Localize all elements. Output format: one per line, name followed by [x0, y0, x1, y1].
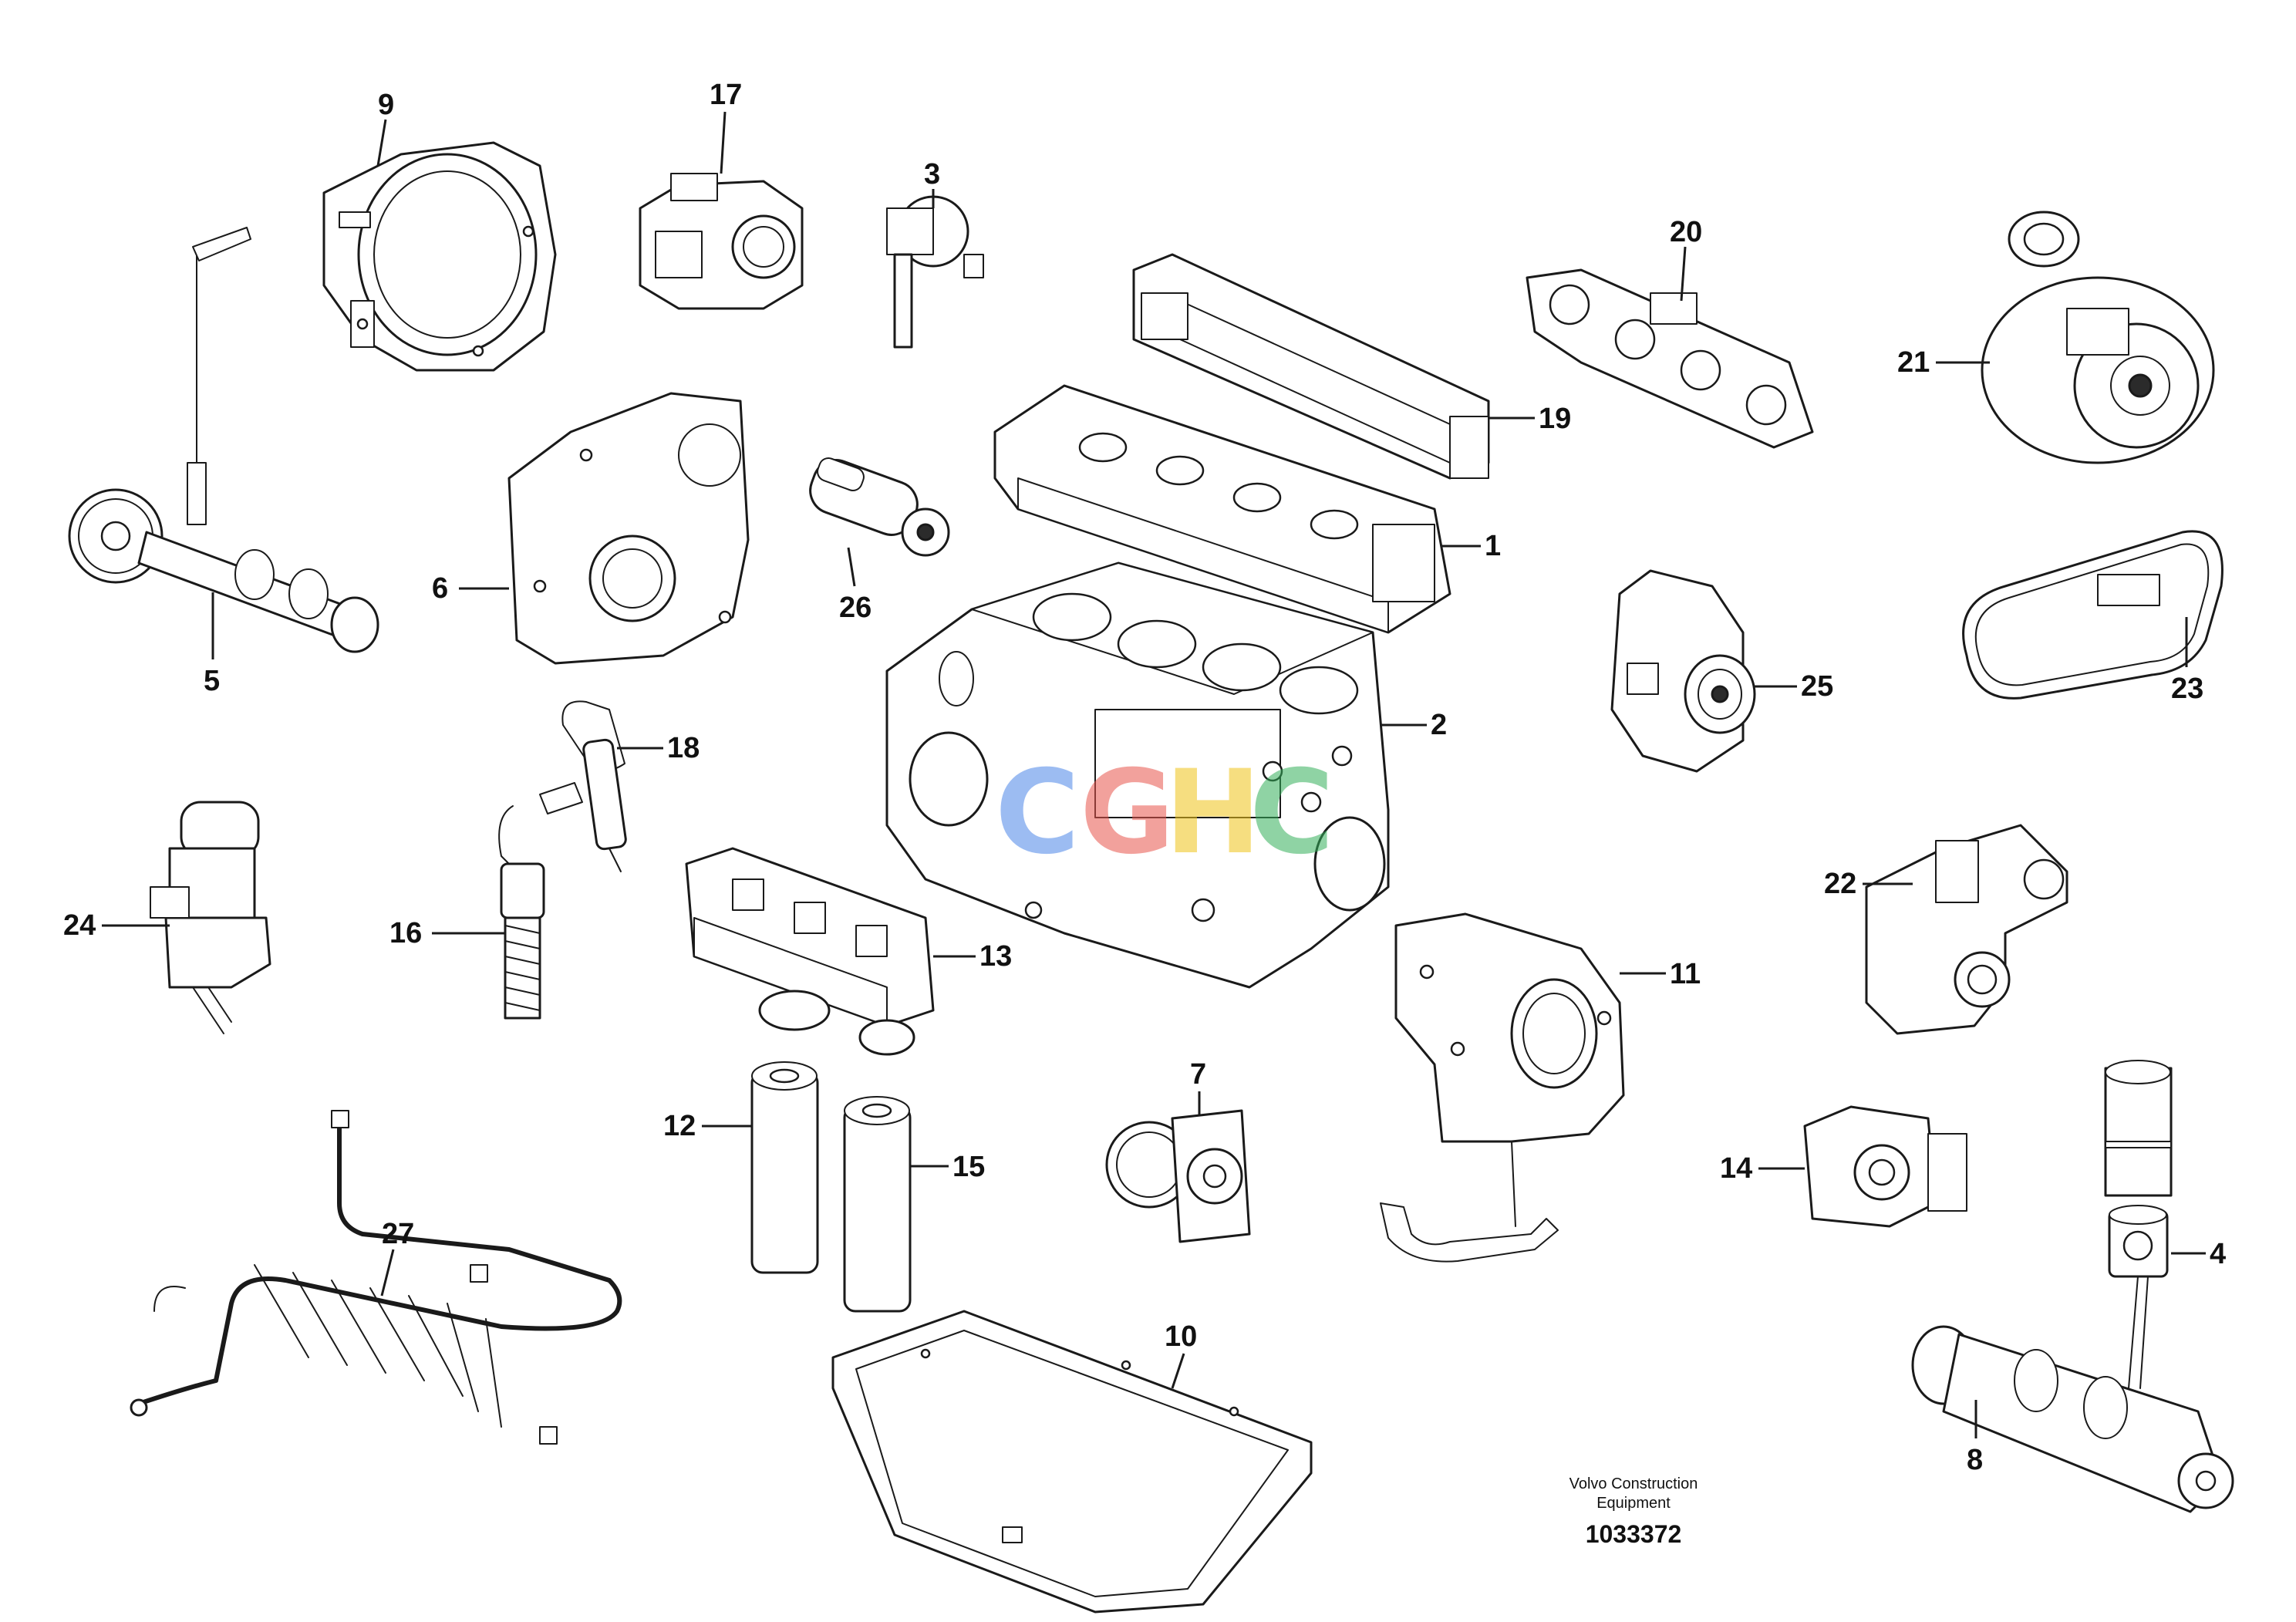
- part-water-pump: [1865, 824, 2068, 1035]
- part-oil-sump: [831, 1310, 1313, 1614]
- part-oil-pump-gear: [1105, 1109, 1251, 1243]
- part-liner-piston: [2104, 1060, 2173, 1389]
- part-engine-block: [885, 561, 1390, 989]
- callout-20: 20: [1670, 216, 1702, 248]
- callout-10: 10: [1165, 1320, 1197, 1353]
- part-cylinder-head: [993, 384, 1451, 634]
- callout-24: 24: [63, 909, 96, 942]
- callout-25: 25: [1801, 670, 1833, 703]
- callout-12: 12: [663, 1110, 696, 1142]
- part-thermostat-housing: [1803, 1105, 1967, 1228]
- leader-17: [720, 111, 727, 174]
- part-sensor: [886, 195, 984, 349]
- drawing-number: 1033372: [1586, 1520, 1682, 1548]
- leader-9: [376, 119, 387, 167]
- callout-5: 5: [204, 665, 220, 697]
- callout-6: 6: [432, 572, 448, 605]
- callout-21: 21: [1897, 346, 1930, 379]
- part-exhaust-manifold: [1526, 268, 1814, 449]
- callout-14: 14: [1720, 1152, 1752, 1185]
- watermark-letter-c1: C: [995, 746, 1080, 880]
- callout-16: 16: [389, 917, 422, 949]
- brand-line-2: Equipment: [1596, 1495, 1671, 1512]
- watermark-letter-c2: C: [1249, 746, 1334, 880]
- callout-3: 3: [924, 158, 940, 191]
- part-starter-motor: [809, 457, 950, 557]
- part-crankshaft: [1911, 1325, 2234, 1513]
- callout-2: 2: [1431, 709, 1447, 741]
- leader-27: [380, 1249, 395, 1297]
- callout-23: 23: [2171, 673, 2203, 705]
- callout-26: 26: [839, 592, 872, 624]
- leader-10: [1171, 1353, 1185, 1389]
- part-fuel-filter: [843, 1096, 912, 1313]
- part-alternator: [1610, 569, 1756, 773]
- callout-19: 19: [1539, 403, 1571, 435]
- callout-7: 7: [1190, 1058, 1206, 1091]
- leader-20: [1680, 246, 1687, 302]
- callout-27: 27: [382, 1218, 414, 1250]
- callout-numbers: 1 2 3 4 5 6 7 8 9 10 11 12 13 14 15 16 1…: [63, 79, 2226, 1476]
- part-injector-spring: [498, 805, 545, 1020]
- brand-line-1: Volvo Construction: [1569, 1475, 1698, 1492]
- callout-15: 15: [952, 1151, 985, 1183]
- callout-17: 17: [710, 79, 742, 111]
- part-drive-belt: [1962, 530, 2224, 700]
- part-flywheel-housing: [322, 141, 557, 372]
- callout-8: 8: [1967, 1444, 1983, 1476]
- leader-26: [847, 547, 856, 587]
- part-oil-pump-housing: [1380, 912, 1625, 1263]
- callout-4: 4: [2210, 1238, 2226, 1270]
- watermark-letter-g: G: [1080, 746, 1175, 880]
- callout-1: 1: [1485, 530, 1501, 562]
- watermark: C G H C: [995, 746, 1334, 880]
- part-intake-manifold: [1132, 253, 1490, 480]
- part-oil-cooler: [685, 847, 935, 1056]
- callout-13: 13: [979, 940, 1012, 973]
- callout-18: 18: [667, 732, 700, 764]
- part-timing-cover: [507, 392, 750, 665]
- part-camshaft: [68, 227, 379, 653]
- callout-22: 22: [1824, 868, 1856, 900]
- callout-11: 11: [1670, 958, 1701, 990]
- callout-9: 9: [378, 89, 394, 121]
- part-turbocharger: [1981, 211, 2215, 464]
- part-wiring-harness: [130, 1110, 622, 1445]
- watermark-letter-h: H: [1165, 746, 1262, 880]
- drawing-footer: Volvo Construction Equipment 1033372: [1569, 1475, 1698, 1548]
- leader-lines: [102, 111, 2206, 1438]
- part-pressure-regulator: [150, 801, 271, 1034]
- part-oil-filter: [750, 1061, 819, 1274]
- part-injector: [539, 700, 627, 872]
- part-fuel-pump: [639, 173, 804, 310]
